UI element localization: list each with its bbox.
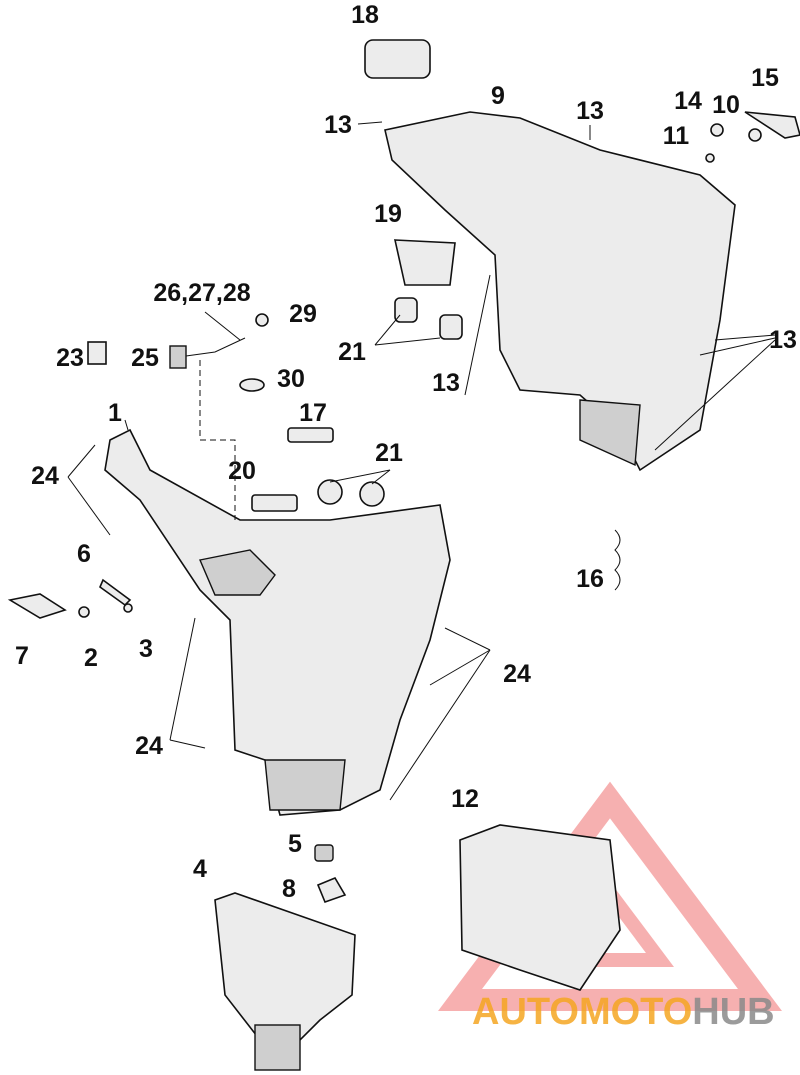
part-21	[317, 479, 343, 505]
part-16	[614, 529, 621, 591]
watermark-text: AUTOMOTOHUB	[472, 991, 775, 1033]
label-11: 11	[663, 122, 690, 150]
part-5	[314, 844, 334, 862]
harness-route	[199, 360, 236, 520]
part-1-vent	[199, 549, 276, 596]
label-5: 5	[288, 830, 302, 858]
part-4	[214, 892, 356, 1041]
part-7	[7, 593, 67, 619]
label-2: 2	[84, 644, 98, 672]
part-10	[748, 128, 762, 142]
label-19: 19	[374, 200, 402, 228]
part-2	[78, 606, 90, 618]
part-8	[316, 876, 347, 904]
label-12: 12	[451, 785, 479, 813]
label-9: 9	[491, 82, 505, 110]
part-18	[364, 39, 431, 79]
label-4: 4	[193, 855, 207, 883]
label-14: 14	[674, 87, 702, 115]
part-14	[710, 123, 724, 137]
label-25: 25	[131, 344, 159, 372]
label-24: 24	[31, 462, 59, 490]
label-24: 24	[503, 660, 531, 688]
part-29	[255, 313, 269, 327]
label-13: 13	[432, 369, 460, 397]
label-21: 21	[338, 338, 366, 366]
label-16: 16	[576, 565, 604, 593]
label-10: 10	[712, 91, 740, 119]
part-21	[439, 314, 463, 340]
watermark-automoto: AUTOMOTO	[472, 991, 692, 1033]
label-20: 20	[228, 457, 256, 485]
label-23: 23	[56, 344, 84, 372]
watermark-hub: HUB	[692, 991, 774, 1033]
part-25	[169, 345, 187, 369]
label-1: 1	[108, 399, 122, 427]
label-8: 8	[282, 875, 296, 903]
label-29: 29	[289, 300, 317, 328]
label-13: 13	[324, 111, 352, 139]
part-21	[394, 297, 418, 323]
label-7: 7	[15, 642, 29, 670]
part-9-upper-cover	[384, 111, 736, 472]
leader-lines	[67, 121, 776, 801]
label-21: 21	[375, 439, 403, 467]
part-19	[393, 239, 456, 286]
part-23	[87, 341, 107, 365]
label-3: 3	[139, 635, 153, 663]
part-1-bottom	[264, 759, 346, 811]
part-12	[459, 824, 621, 991]
label-17: 17	[299, 399, 327, 427]
label-15: 15	[751, 64, 779, 92]
callout-labels: 18 9 13 13 14 10 15 11 19 26,27,28 29 23…	[15, 1, 797, 903]
label-24: 24	[135, 732, 163, 760]
part-3	[123, 603, 133, 613]
part-6	[99, 578, 132, 607]
label-18: 18	[351, 1, 379, 29]
part-15	[744, 111, 800, 139]
part-1-lower-cover	[104, 428, 451, 816]
label-13: 13	[769, 326, 797, 354]
part-21	[359, 481, 385, 507]
label-6: 6	[77, 540, 91, 568]
part-4-bottom	[254, 1024, 301, 1071]
part-30	[239, 378, 265, 392]
part-20	[251, 494, 298, 512]
part-9-shade	[579, 399, 641, 467]
label-26-27-28: 26,27,28	[153, 279, 250, 307]
part-11	[705, 153, 715, 163]
label-30: 30	[277, 365, 305, 393]
label-13: 13	[576, 97, 604, 125]
part-17	[287, 427, 334, 443]
wire-harness	[185, 337, 246, 357]
